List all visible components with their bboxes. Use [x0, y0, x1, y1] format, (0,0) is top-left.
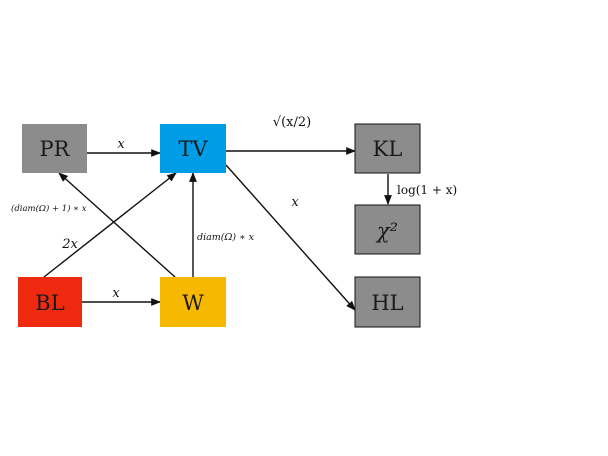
- edge-w-pr-label: (diam(Ω) + 1) ∗ x: [11, 203, 87, 214]
- edges: [43, 147, 392, 311]
- node-bl: BL: [18, 277, 82, 327]
- node-hl: HL: [354, 276, 421, 328]
- node-w-box: [160, 277, 226, 327]
- edge-kl-chi-label: log(1 + x): [397, 183, 457, 197]
- node-bl-label: BL: [35, 291, 64, 315]
- node-kl: KL: [354, 123, 421, 174]
- edge-tv-kl-label: √(x/2): [273, 115, 311, 130]
- node-pr-box: [22, 124, 87, 173]
- edge-bl-tv-label: 2x: [61, 237, 78, 252]
- node-kl-label: KL: [373, 137, 403, 161]
- node-w-label: W: [182, 291, 204, 315]
- node-chi-squared-label: χ²: [375, 219, 398, 243]
- edge-labels: x √(x/2) log(1 + x) x (diam(Ω) + 1) ∗ x …: [11, 115, 457, 301]
- node-w: W: [160, 277, 226, 327]
- node-kl-box: [354, 123, 421, 174]
- node-tv-label: TV: [178, 137, 208, 161]
- nodes: PR TV KL χ² BL W HL: [18, 123, 421, 328]
- edge-tv-hl-label: x: [291, 195, 299, 210]
- node-hl-label: HL: [371, 291, 403, 315]
- edge-bl-w-label: x: [112, 286, 120, 301]
- edge-bl-tv: [43, 172, 177, 278]
- node-bl-box: [18, 277, 82, 327]
- edge-w-pr: [58, 172, 176, 278]
- node-pr-label: PR: [40, 137, 71, 161]
- node-hl-box: [354, 276, 421, 328]
- node-tv: TV: [160, 124, 226, 173]
- node-chi-squared-box: [354, 204, 421, 255]
- node-pr: PR: [22, 124, 87, 173]
- edge-tv-hl: [225, 164, 356, 311]
- node-chi-squared: χ²: [354, 204, 421, 255]
- edge-pr-tv-label: x: [117, 137, 125, 152]
- edge-w-tv-label: diam(Ω) ∗ x: [197, 232, 255, 243]
- node-tv-box: [160, 124, 226, 173]
